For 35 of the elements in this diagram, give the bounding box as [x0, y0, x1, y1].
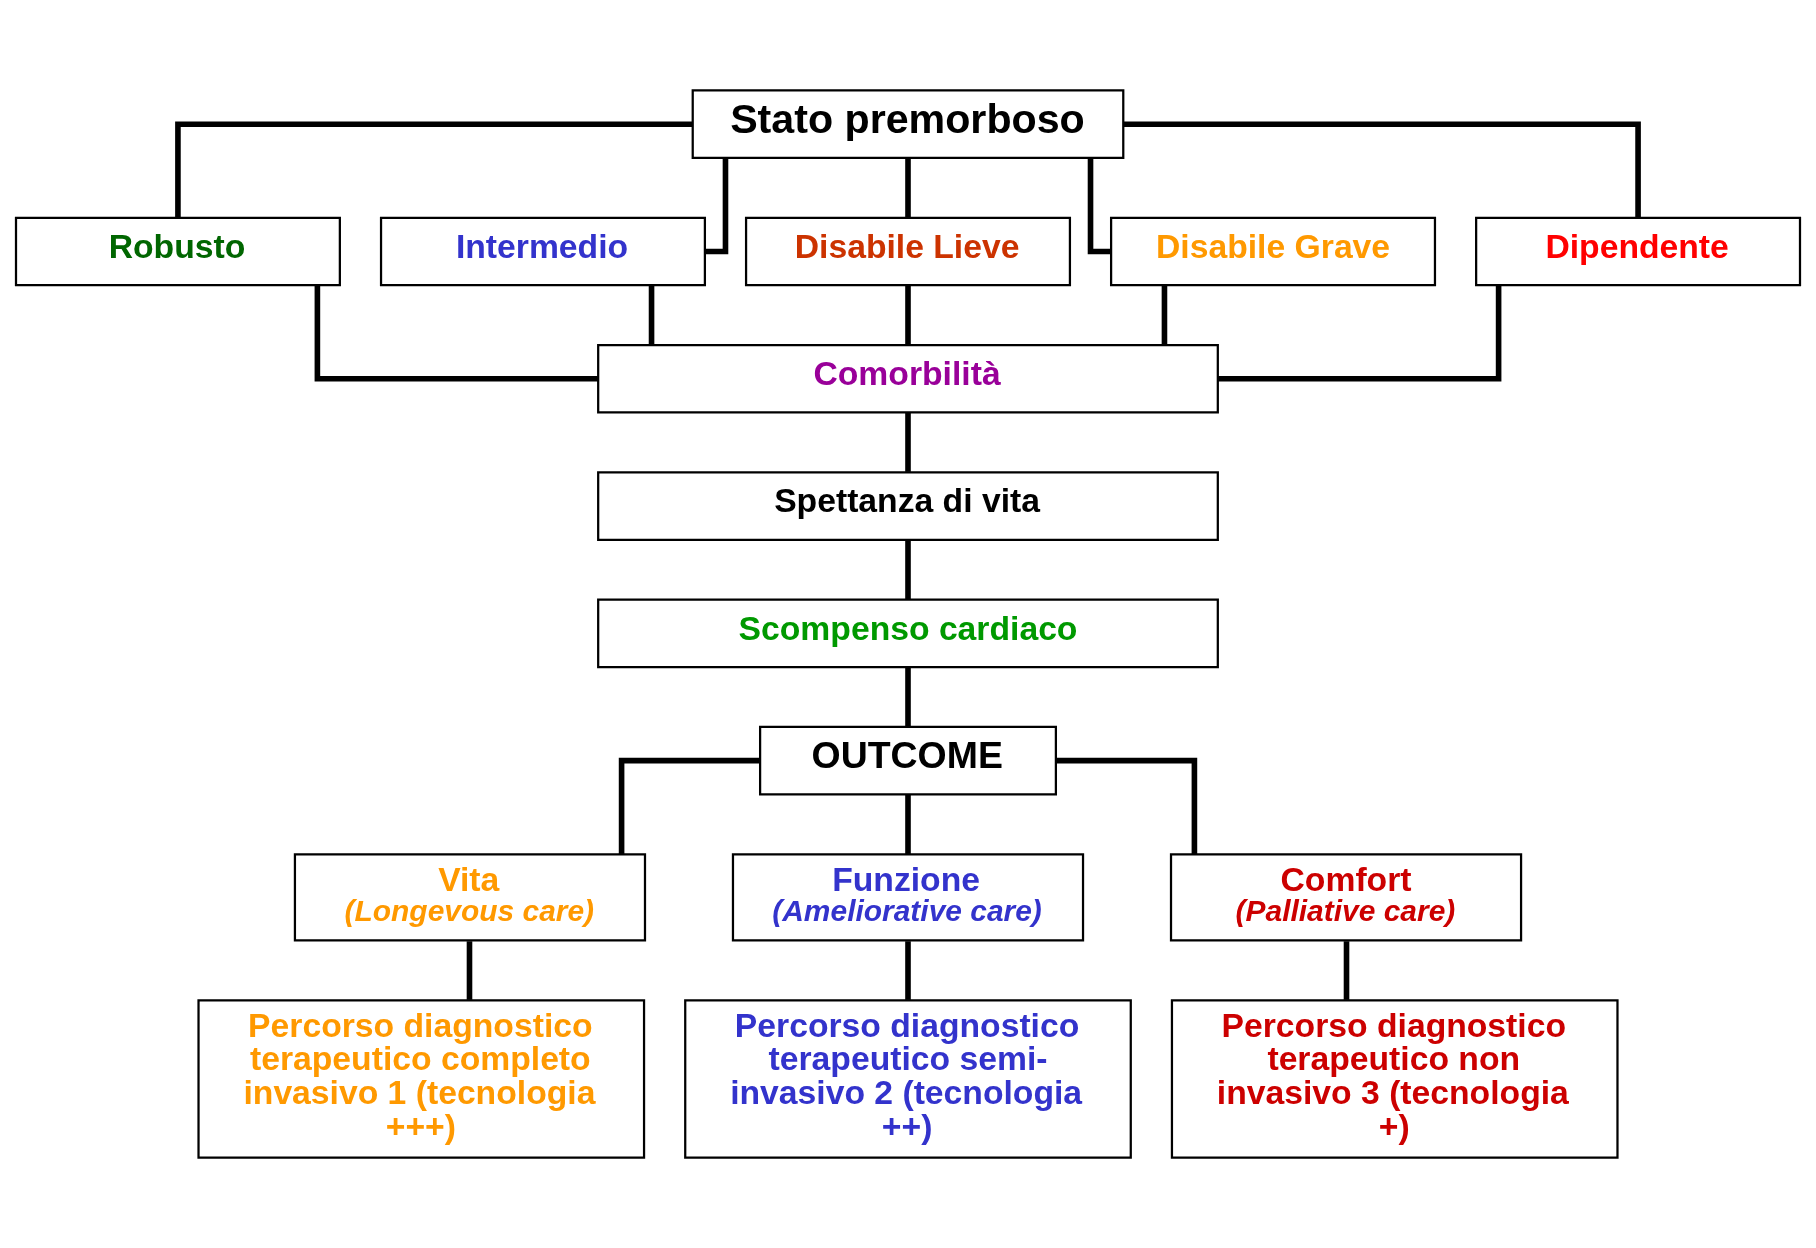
node-box: Robusto [14, 216, 341, 287]
connector [905, 158, 911, 218]
connector [905, 412, 911, 472]
connector [1343, 941, 1350, 1000]
connector [905, 540, 911, 600]
connector [1056, 757, 1198, 855]
node-box: Stato premorboso [691, 89, 1125, 159]
connector [466, 941, 473, 1000]
node-box: Scompenso cardiaco [597, 598, 1219, 669]
connector [1087, 158, 1111, 255]
connector [1218, 285, 1502, 382]
node-box: Comfort (Palliative care) [1169, 853, 1523, 942]
node-box: Comorbilità [597, 343, 1219, 414]
node-box: Funzione (Ameliorative care) [731, 853, 1085, 942]
node-box: Disabile Grave [1110, 216, 1437, 287]
connector [705, 158, 729, 255]
node-box: Disabile Lieve [744, 216, 1072, 287]
node-box: Percorso diagnostico terapeutico completo invasivo 1 (tecnologia +++) [197, 999, 646, 1159]
connector [905, 941, 911, 1000]
connector [314, 285, 598, 382]
node-box: Dipendente [1475, 216, 1802, 287]
node-box: Intermedio [379, 216, 706, 287]
connector [648, 285, 655, 345]
connector [905, 794, 911, 855]
node-box: Percorso diagnostico terapeutico semi-invasivo 2 (tecnologia ++) [684, 999, 1132, 1159]
connector [175, 121, 693, 218]
node-box: Percorso diagnostico terapeutico non invasivo 3 (tecnologia +) [1170, 999, 1619, 1159]
connector [1161, 285, 1168, 345]
connector [1123, 121, 1641, 218]
connector [905, 667, 911, 727]
connector [618, 757, 760, 855]
node-box: OUTCOME [759, 725, 1057, 796]
node-box: Spettanza di vita [597, 471, 1219, 541]
connector [905, 285, 911, 345]
node-box: Vita (Longevous care) [293, 853, 647, 942]
